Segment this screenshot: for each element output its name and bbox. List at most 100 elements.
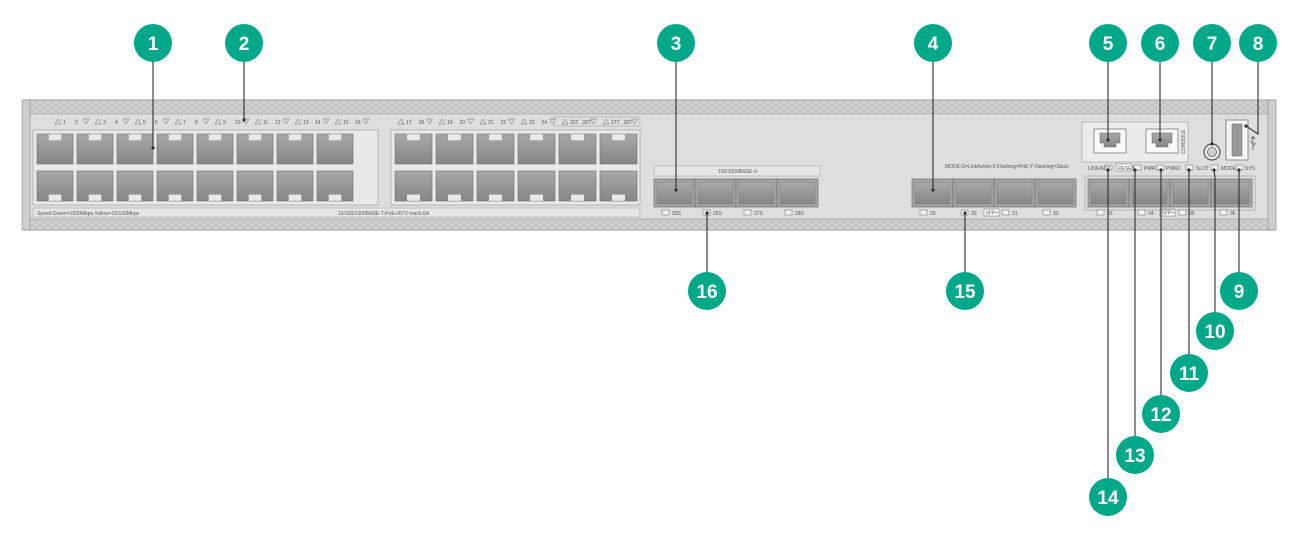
- svg-text:PWR1: PWR1: [1144, 166, 1159, 172]
- callout-anchor-dot: [1210, 142, 1214, 146]
- indicator: RESET: [1115, 163, 1135, 172]
- reset-button[interactable]: [1203, 143, 1221, 161]
- callout-anchor-dot: [1244, 124, 1248, 128]
- callout-number: 15: [954, 282, 976, 303]
- svg-text:19: 19: [447, 120, 453, 126]
- svg-text:27T: 27T: [611, 120, 620, 126]
- callout-number: 13: [1124, 446, 1145, 467]
- callout-number: 1: [148, 34, 159, 55]
- port-number: 8: [195, 118, 210, 126]
- svg-text:13: 13: [303, 120, 309, 126]
- svg-text:PWR2: PWR2: [1166, 166, 1181, 172]
- copper-port: [36, 170, 74, 202]
- sfp-led: 27S: [743, 209, 764, 217]
- svg-text:26S: 26S: [713, 211, 723, 217]
- callout-number: 9: [1234, 282, 1245, 303]
- copper-port: [558, 133, 597, 165]
- callout-anchor-dot: [674, 188, 678, 192]
- callout-anchor-dot: [1187, 168, 1191, 172]
- combo-number-frame: [553, 116, 641, 127]
- console-port: [1093, 128, 1127, 154]
- svg-text:1: 1: [63, 120, 66, 126]
- callout-bubble: 2: [225, 24, 263, 62]
- sfp-plus-badge: SFP+: [983, 208, 1000, 217]
- port-number: 25T: [561, 118, 579, 126]
- svg-text:30: 30: [971, 211, 977, 217]
- port-number: 13: [294, 118, 309, 126]
- callout-bubble: 1: [134, 24, 172, 62]
- svg-text:23: 23: [529, 120, 535, 126]
- sfp-ports-25-28: [653, 178, 819, 208]
- copper-port: [196, 170, 234, 202]
- sfp-plus-port: [1128, 178, 1171, 208]
- sfp-led: 28S: [784, 209, 805, 217]
- svg-text:17: 17: [406, 120, 412, 126]
- sfp-plus-badge: SFP+: [1159, 208, 1176, 217]
- port-number: 4: [115, 118, 130, 126]
- callout-number: 4: [928, 34, 939, 55]
- callout-anchor-dot: [242, 118, 246, 122]
- callout-number: 7: [1207, 34, 1218, 55]
- callout-bubble: 4: [914, 24, 952, 62]
- sfp-plus-port: [1210, 178, 1253, 208]
- sfp-port: [776, 178, 819, 208]
- svg-text:12: 12: [275, 120, 281, 126]
- callout-bubble: 12: [1142, 395, 1180, 433]
- sfp-plus-port: [1169, 178, 1212, 208]
- callout-number: 3: [671, 34, 682, 55]
- port-number: 2: [75, 118, 90, 126]
- callout-number: 11: [1179, 364, 1200, 385]
- sfp-plus-port: [1034, 178, 1077, 208]
- callout-bubble: 9: [1220, 272, 1258, 310]
- sfp-plus-led: 31: [1001, 209, 1018, 217]
- sfp-plus-slot-frame: [1084, 175, 1256, 211]
- copper-port: [156, 170, 194, 202]
- copper-ports-left: [36, 133, 354, 202]
- sfp-group-label-frame: [653, 165, 821, 177]
- sfp-plus-ports-29-32: SFP+ SFP+: [911, 178, 1176, 217]
- svg-text:35: 35: [1189, 211, 1195, 217]
- copper-port: [435, 133, 474, 165]
- svg-text:16: 16: [355, 120, 361, 126]
- svg-text:26T: 26T: [583, 120, 592, 126]
- svg-text:2: 2: [75, 120, 78, 126]
- copper-port: [599, 133, 638, 165]
- svg-text:25S: 25S: [672, 211, 682, 217]
- callout-anchor-dot: [705, 211, 709, 215]
- port-number: 3: [94, 118, 106, 126]
- svg-text:MODE: MODE: [1221, 166, 1237, 172]
- sfp-plus-ports-33-36: [1084, 175, 1256, 211]
- svg-text:SFP+: SFP+: [986, 211, 999, 217]
- callout-anchor-dot: [1133, 168, 1137, 172]
- svg-text:4: 4: [115, 120, 118, 126]
- copper-port: [476, 133, 515, 165]
- port-number: 21: [479, 118, 494, 126]
- svg-text:25T: 25T: [570, 120, 579, 126]
- sfp-plus-led: 36: [1219, 209, 1236, 217]
- copper-port: [394, 170, 433, 202]
- svg-text:5: 5: [143, 120, 146, 126]
- callout-anchor-dot: [1237, 168, 1241, 172]
- svg-text:11: 11: [263, 120, 268, 126]
- callout-anchor-dot: [1106, 168, 1110, 172]
- svg-text:LINK/ACT: LINK/ACT: [1088, 166, 1111, 172]
- copper-port: [599, 170, 638, 202]
- copper-port: [236, 170, 274, 202]
- port-number: 6: [155, 118, 170, 126]
- port-number: 22: [501, 118, 515, 126]
- port-number: 11: [254, 118, 268, 126]
- copper-port: [316, 170, 354, 202]
- svg-text:28T: 28T: [624, 120, 633, 126]
- port-number: 9: [214, 118, 226, 126]
- callout-leader: [1245, 43, 1259, 136]
- copper-block-right-frame: [390, 129, 641, 206]
- copper-port: [236, 133, 274, 165]
- svg-text:10: 10: [235, 120, 241, 126]
- copper-port: [276, 170, 314, 202]
- port-number: 16: [355, 118, 370, 126]
- svg-text:28S: 28S: [795, 211, 805, 217]
- callout-anchor-dot: [1158, 138, 1162, 142]
